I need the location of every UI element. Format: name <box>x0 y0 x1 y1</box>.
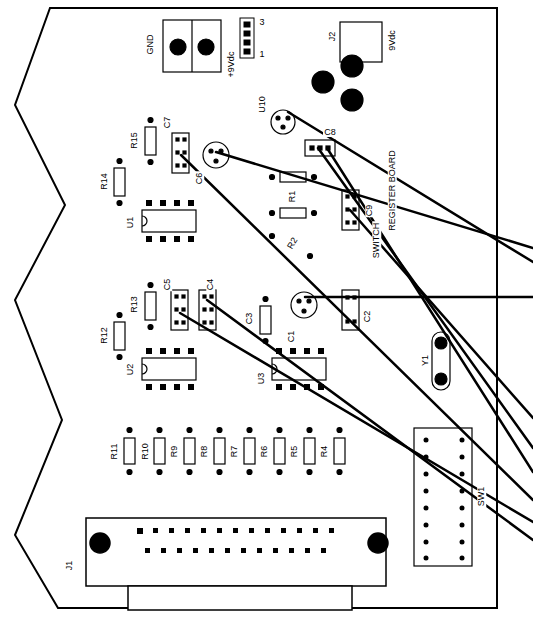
part-label: C1 <box>287 329 296 343</box>
part-label: U10 <box>257 95 266 114</box>
part-label: C3 <box>245 311 254 325</box>
part-label: R2 <box>286 235 301 251</box>
dip-ic <box>142 200 326 390</box>
dip-switch <box>414 428 472 566</box>
part-label: R5 <box>290 444 299 458</box>
pin-header <box>240 18 254 58</box>
part-label: R1 <box>288 189 297 203</box>
part-label: 3 <box>258 18 265 27</box>
part-label: C6 <box>195 171 204 185</box>
part-label: SWITCH <box>373 221 382 259</box>
part-label: C5 <box>163 277 172 291</box>
part-label: C2 <box>363 309 372 323</box>
part-label: R4 <box>320 444 329 458</box>
part-label: C9 <box>365 203 374 217</box>
power-jack <box>312 22 382 111</box>
part-label: C4 <box>206 277 215 291</box>
part-label: U2 <box>126 362 135 376</box>
crystal-symbol <box>432 332 450 390</box>
part-label: REGISTER BOARD <box>387 149 396 232</box>
part-label: R10 <box>140 442 149 461</box>
part-label: C8 <box>323 128 337 137</box>
part-label: 1 <box>258 50 265 59</box>
part-label: GND <box>146 33 155 55</box>
db25-connector <box>86 518 388 610</box>
board-outline <box>15 8 497 608</box>
part-label: U1 <box>126 215 135 229</box>
wire <box>180 112 533 540</box>
part-label: J1 <box>65 559 74 571</box>
part-label: J2 <box>328 30 337 42</box>
part-label: C7 <box>163 115 172 129</box>
power-terminal <box>163 20 221 72</box>
part-label: Y1 <box>421 353 430 366</box>
part-label: R9 <box>170 444 179 458</box>
part-label: R14 <box>99 172 108 191</box>
part-label: R12 <box>99 326 108 345</box>
part-label: R7 <box>230 444 239 458</box>
part-label: 9Vdc <box>387 29 396 52</box>
to92-symbol <box>203 110 317 318</box>
part-label: SW1 <box>477 485 486 507</box>
part-label: R6 <box>260 444 269 458</box>
part-label: U3 <box>257 371 266 385</box>
part-label: R8 <box>200 444 209 458</box>
part-label: R11 <box>111 442 120 460</box>
part-label: +9Vdc <box>228 50 237 78</box>
part-label: R15 <box>129 131 138 150</box>
part-label: R13 <box>129 295 138 314</box>
